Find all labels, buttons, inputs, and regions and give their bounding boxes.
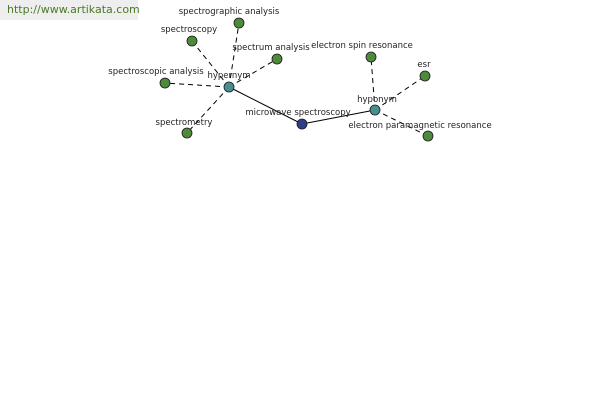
word-node-spectrum[interactable] — [271, 53, 283, 65]
term-node-center[interactable] — [296, 118, 308, 130]
word-label-spectroscopy[interactable]: spectroscopy — [161, 25, 217, 35]
word-label-esr_full[interactable]: electron spin resonance — [311, 41, 413, 51]
word-label-spectrometry[interactable]: spectrometry — [156, 118, 213, 128]
word-node-esr[interactable] — [419, 70, 431, 82]
edge-hyponym-esr — [374, 75, 426, 111]
word-label-spectroscopic[interactable]: spectroscopic analysis — [108, 67, 204, 77]
relation-node-hyponym[interactable] — [369, 104, 381, 116]
word-label-spectrographic[interactable]: spectrographic analysis — [179, 7, 280, 17]
edge-hypernym-spectroscopy — [191, 40, 230, 88]
edge-center-hyponym — [301, 109, 376, 125]
word-node-spectrographic[interactable] — [233, 17, 245, 29]
edge-hypernym-spectrum — [228, 58, 278, 88]
word-node-spectroscopy[interactable] — [186, 35, 198, 47]
edge-hyponym-epr — [374, 109, 429, 137]
edge-hypernym-spectrographic — [228, 22, 240, 88]
term-label-center[interactable]: microwave spectroscopy — [245, 108, 350, 118]
relation-node-hypernym[interactable] — [223, 81, 235, 93]
relation-label-hyponym[interactable]: hyponym — [357, 95, 397, 105]
word-node-esr_full[interactable] — [365, 51, 377, 63]
word-label-epr[interactable]: electron paramagnetic resonance — [348, 121, 491, 131]
graph-nodes — [159, 17, 434, 142]
graph-labels: microwave spectroscopy hypernym spectrogra… — [108, 7, 491, 131]
word-node-epr[interactable] — [422, 130, 434, 142]
edge-center-hypernym — [228, 86, 303, 125]
word-label-esr[interactable]: esr — [417, 60, 431, 70]
relation-label-hypernym[interactable]: hypernym — [207, 71, 250, 81]
word-node-spectrometry[interactable] — [181, 127, 193, 139]
graph-edges — [164, 22, 429, 137]
word-label-spectrum[interactable]: spectrum analysis — [232, 43, 310, 53]
word-node-spectroscopic[interactable] — [159, 77, 171, 89]
edge-hypernym-spectroscopic — [164, 82, 230, 88]
site-url-link[interactable]: http://www.artikata.com — [0, 0, 140, 20]
edge-hypernym-spectrometry — [186, 86, 230, 134]
